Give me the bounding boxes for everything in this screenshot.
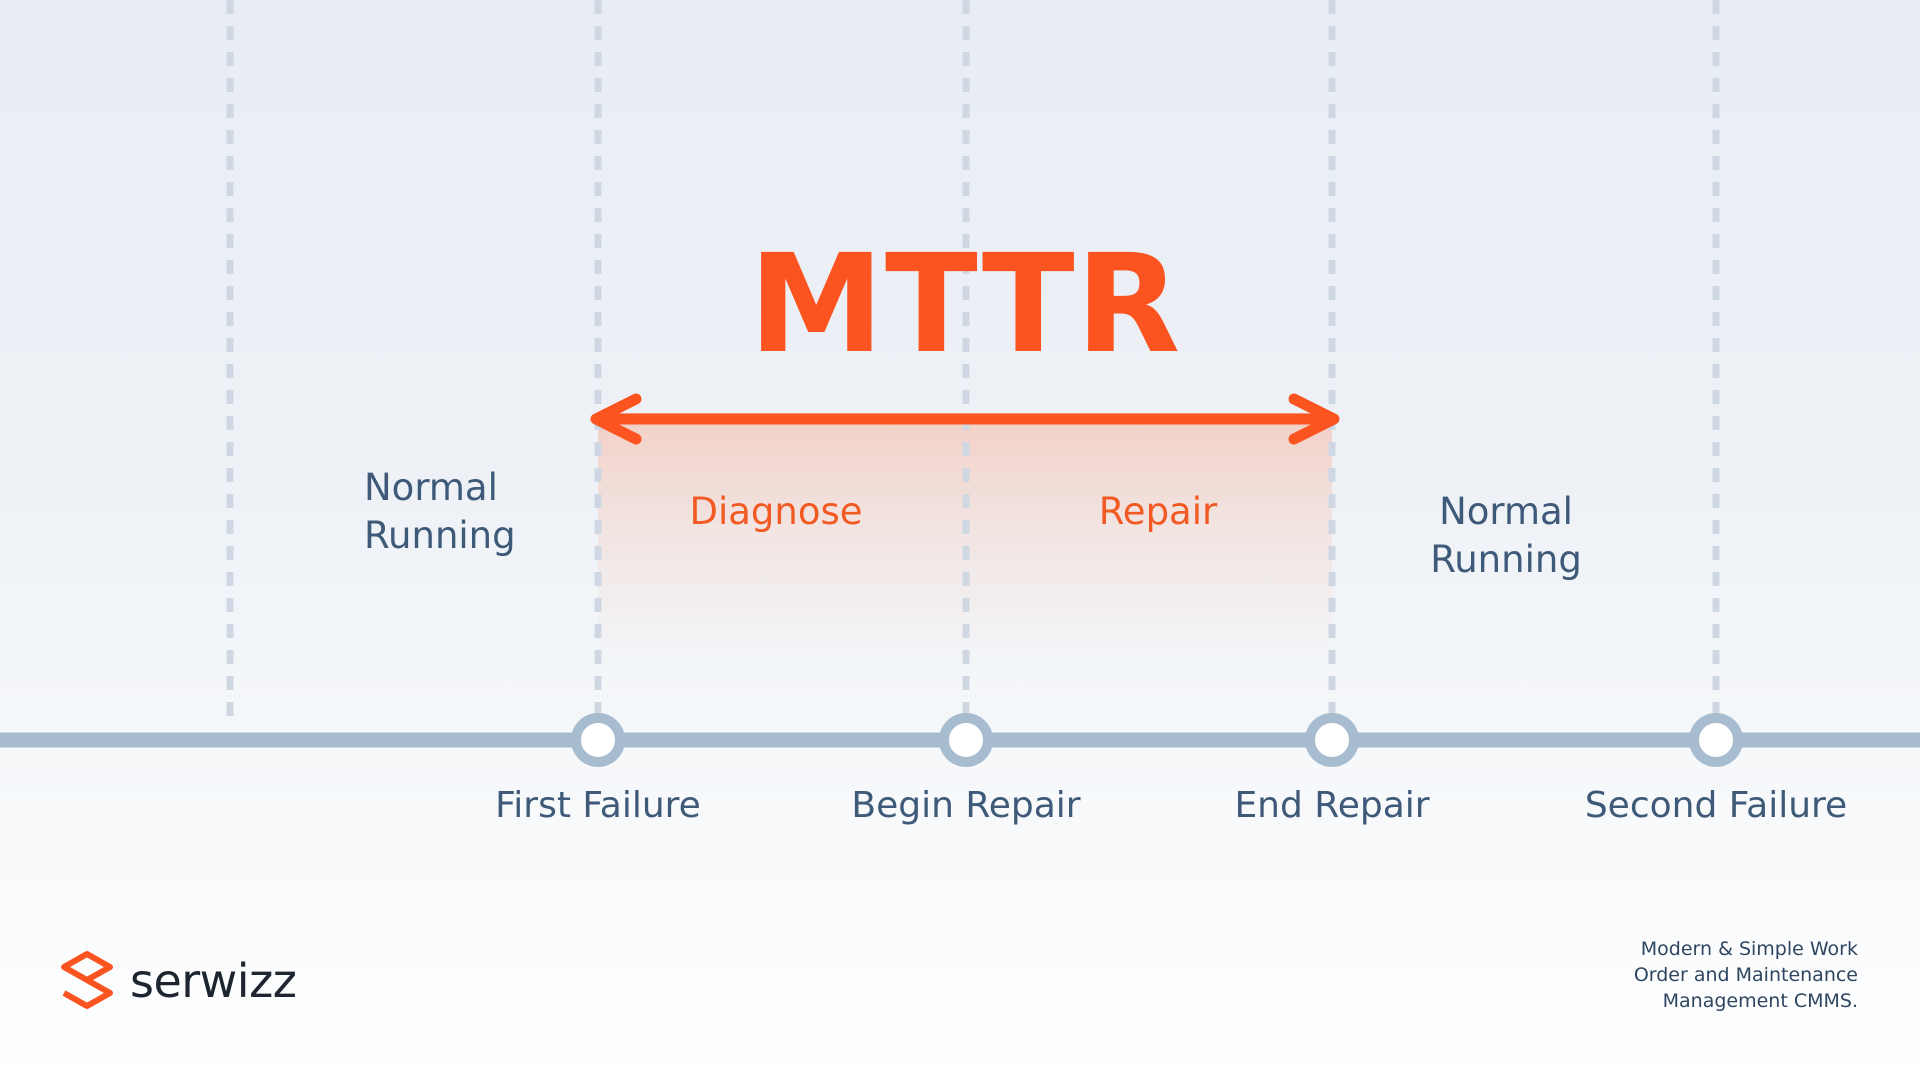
tagline-line: Management CMMS. bbox=[1662, 990, 1858, 1012]
phase-label-diagnose: Diagnose bbox=[689, 490, 863, 533]
phase-label-normal-running-after: Normal Running bbox=[1356, 488, 1656, 584]
milestone-label-begin-repair: Begin Repair bbox=[851, 785, 1081, 826]
milestone-node-first-failure bbox=[571, 713, 625, 767]
milestone-node-begin-repair bbox=[939, 713, 993, 767]
milestone-label-second-failure: Second Failure bbox=[1584, 785, 1848, 826]
phase-label-line: Running bbox=[364, 514, 516, 557]
brand-logo: serwizz bbox=[58, 950, 297, 1012]
phase-label-normal-running-before: Normal Running bbox=[364, 464, 516, 560]
phase-label-line: Running bbox=[1430, 538, 1582, 581]
brand-tagline: Modern & Simple Work Order and Maintenan… bbox=[1634, 936, 1858, 1014]
phase-label-line: Normal bbox=[1439, 490, 1573, 533]
tagline-line: Order and Maintenance bbox=[1633, 964, 1858, 986]
milestone-label-end-repair: End Repair bbox=[1234, 785, 1430, 826]
phase-label-line: Normal bbox=[364, 466, 498, 509]
milestone-node-second-failure bbox=[1689, 713, 1743, 767]
milestone-node-end-repair bbox=[1305, 713, 1359, 767]
milestone-label-first-failure: First Failure bbox=[495, 785, 701, 826]
tagline-line: Modern & Simple Work bbox=[1640, 938, 1858, 960]
mttr-span-arrow bbox=[590, 393, 1340, 445]
diagram-title: MTTR bbox=[748, 226, 1182, 384]
serwizz-logo-icon bbox=[61, 951, 113, 1009]
brand-name: serwizz bbox=[130, 954, 297, 1008]
phase-label-repair: Repair bbox=[1098, 490, 1218, 533]
